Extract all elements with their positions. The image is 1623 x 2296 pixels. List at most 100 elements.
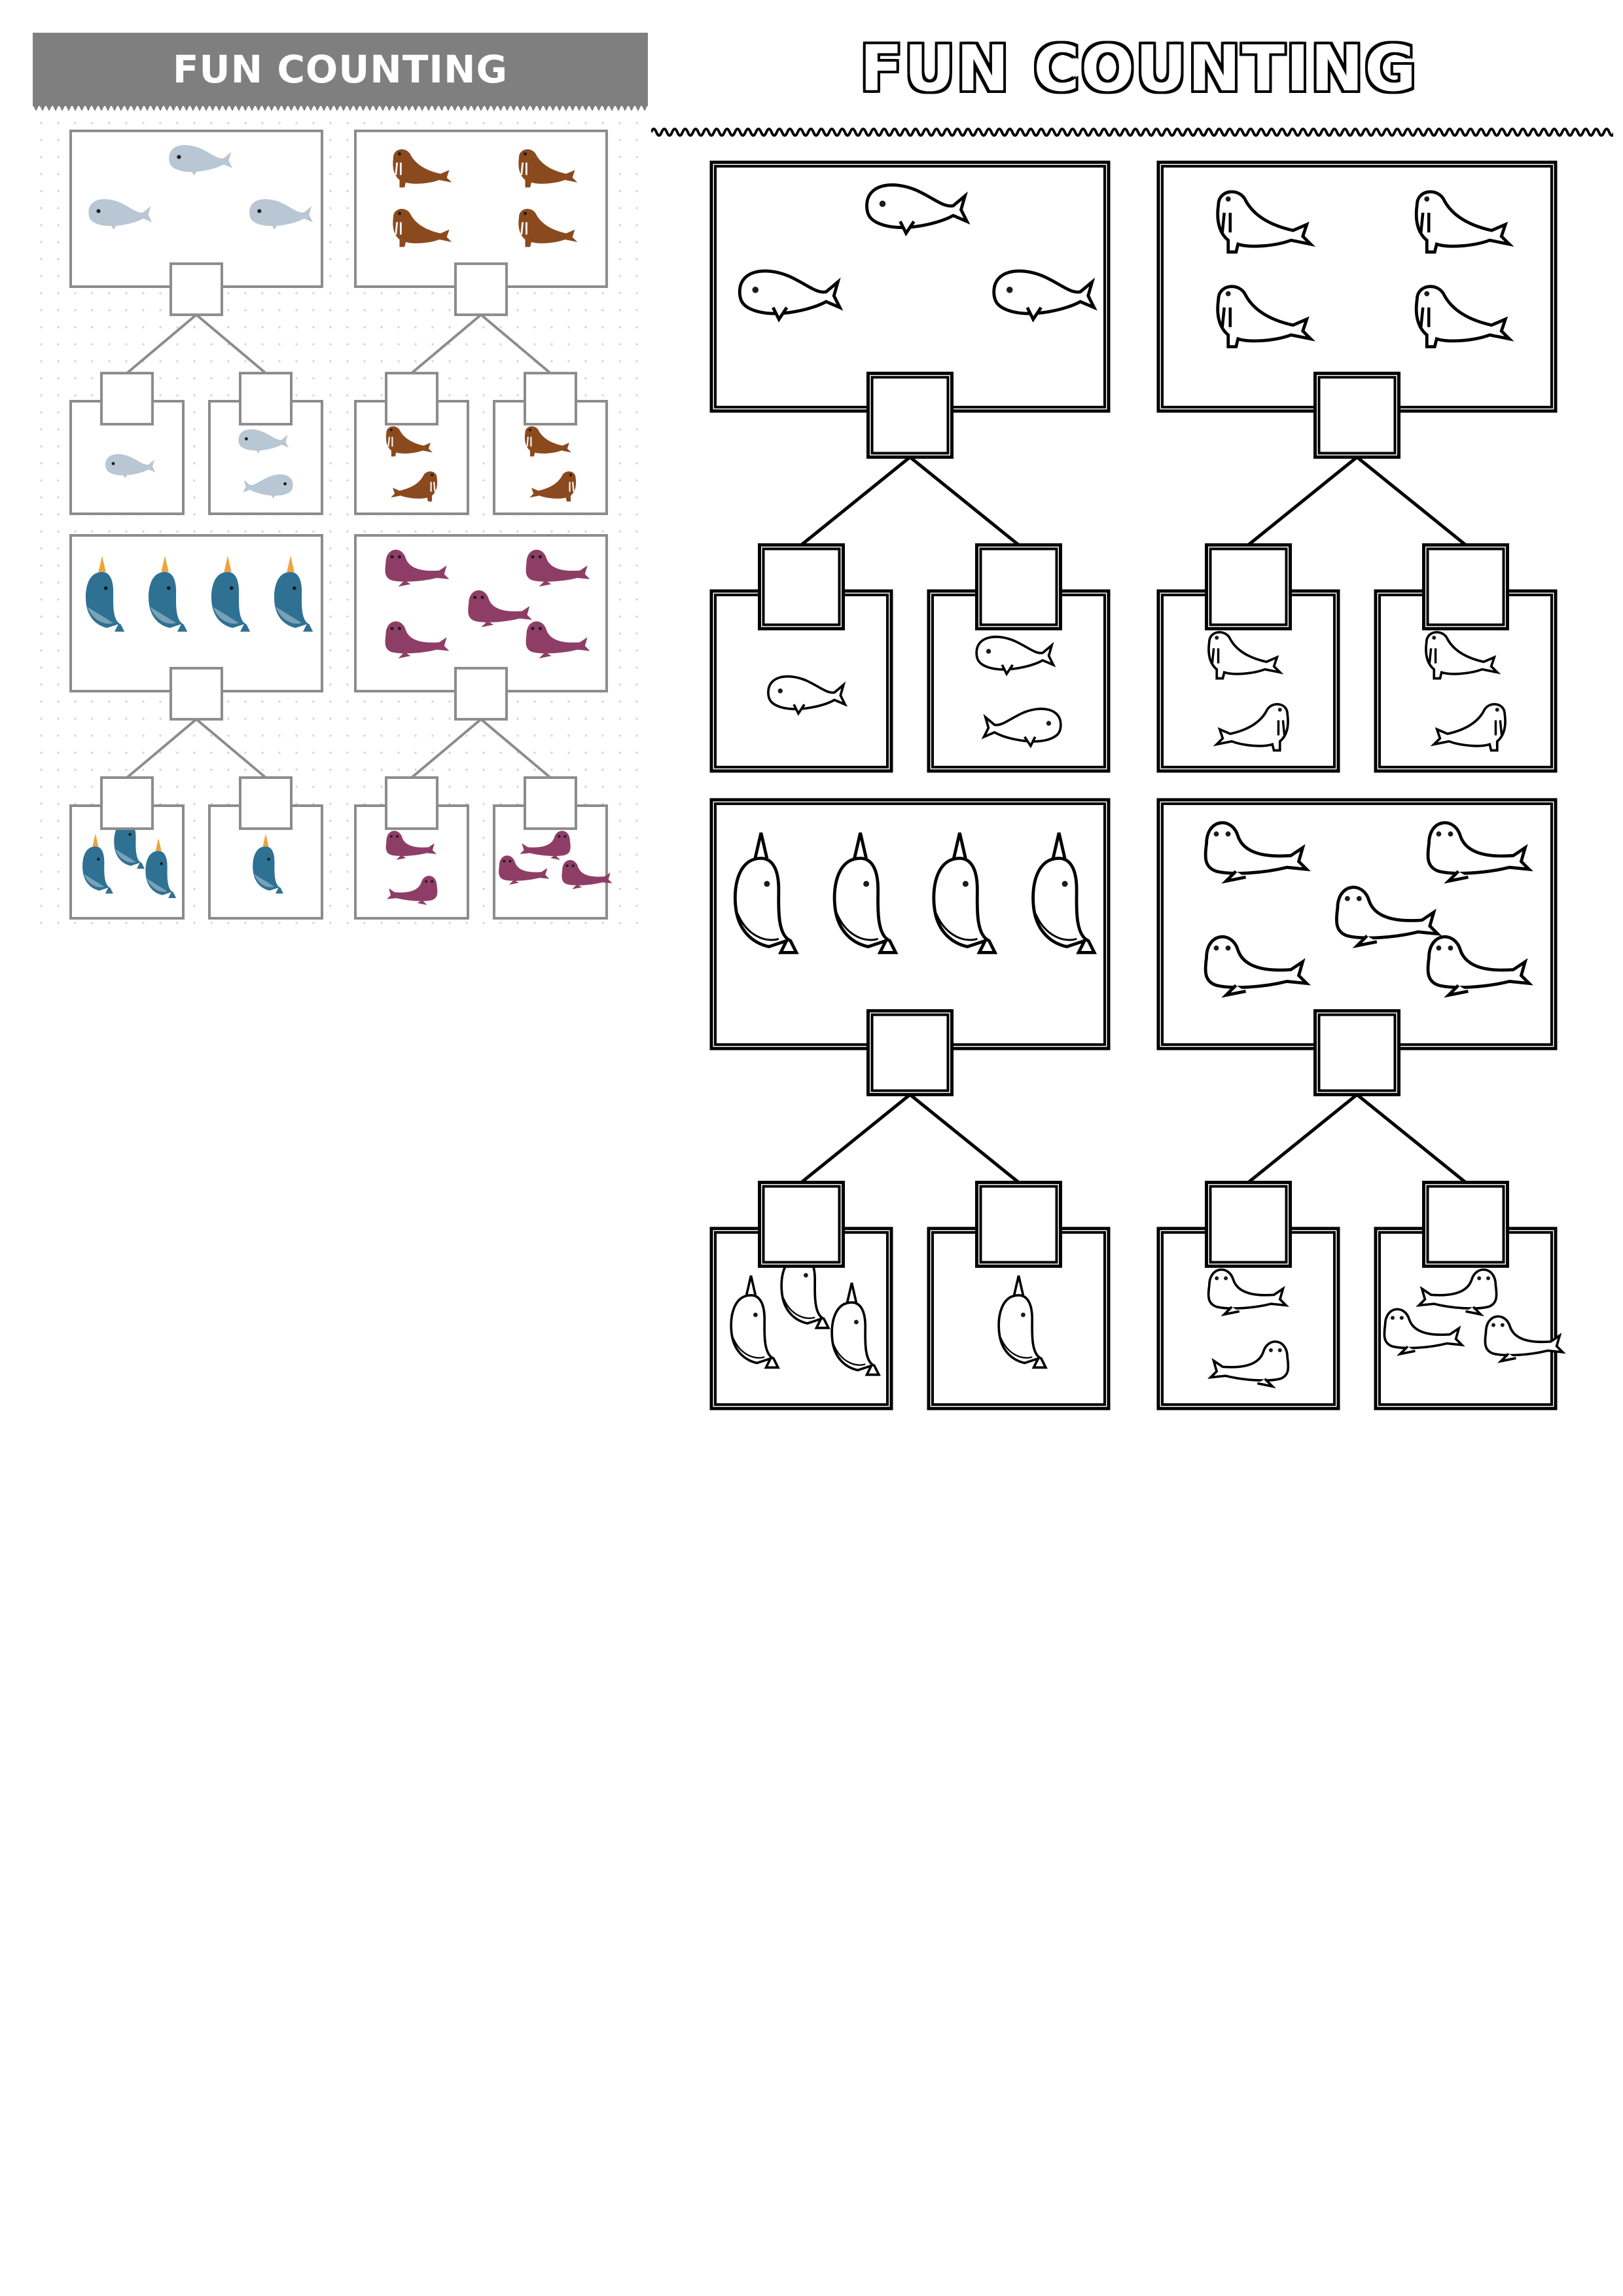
branch-line-right [480, 718, 552, 779]
narwhal-icon [1031, 832, 1097, 954]
walrus-icon [1216, 285, 1316, 349]
part-answer-box-right[interactable] [239, 372, 293, 426]
part-answer-box-left[interactable] [1205, 543, 1292, 631]
branch-line-right [195, 718, 267, 779]
part-answer-box-left[interactable] [100, 776, 154, 831]
total-answer-box[interactable] [1313, 371, 1400, 459]
seal-icon [1426, 935, 1533, 998]
part-answer-box-left[interactable] [100, 372, 154, 426]
counting-puzzle-seal [354, 534, 613, 920]
seal-icon [526, 549, 590, 587]
part-answer-box-right[interactable] [524, 776, 577, 831]
seal-icon [385, 831, 437, 860]
total-answer-box-inner-border [1317, 376, 1397, 455]
counting-puzzle-beluga-whale [709, 160, 1111, 773]
part-answer-box-right[interactable] [239, 776, 293, 831]
branch-line-left [1247, 1093, 1359, 1184]
part-answer-box-right-inner-border [1426, 547, 1505, 626]
part-answer-box-right[interactable] [1422, 543, 1509, 631]
total-answer-box[interactable] [454, 666, 508, 721]
part-answer-box-left[interactable] [385, 776, 438, 831]
part-answer-box-left-inner-border [1209, 1185, 1288, 1264]
part-answer-box-left-inner-border [762, 547, 841, 626]
counting-puzzle-walrus [1156, 160, 1558, 773]
beluga-whale-icon [981, 708, 1062, 749]
branch-line-right [1355, 1093, 1467, 1184]
walrus-icon [1213, 703, 1289, 752]
banner-zigzag-edge [33, 105, 648, 111]
part-answer-box-left[interactable] [758, 543, 845, 631]
part-answer-box-left[interactable] [385, 372, 438, 426]
beluga-whale-icon [238, 429, 289, 454]
part-answer-box-left[interactable] [758, 1181, 845, 1268]
total-answer-box[interactable] [1313, 1009, 1400, 1096]
beluga-whale-icon [865, 183, 971, 237]
branch-line-left [1247, 456, 1359, 547]
walrus-icon [529, 471, 577, 502]
narwhal-icon [145, 838, 177, 899]
part-answer-box-right-inner-border [979, 1185, 1058, 1264]
colored-title-banner: FUN COUNTING [33, 33, 648, 106]
walrus-icon [518, 149, 578, 188]
part-answer-box-right[interactable] [524, 372, 577, 426]
total-answer-box-inner-border [870, 1013, 950, 1092]
seal-icon [385, 549, 450, 587]
part-answer-box-right[interactable] [975, 1181, 1062, 1268]
walrus-icon [391, 471, 438, 502]
branch-line-right [908, 456, 1020, 547]
walrus-icon [524, 426, 571, 457]
title-wavy-divider [651, 128, 1613, 137]
beluga-whale-icon [169, 145, 233, 176]
walrus-icon [1430, 703, 1507, 752]
branch-line-right [1355, 456, 1467, 547]
part-answer-box-left-inner-border [762, 1185, 841, 1264]
beluga-whale-icon [975, 636, 1056, 677]
branch-line-right [480, 314, 552, 374]
branch-line-left [410, 314, 482, 374]
seal-icon [562, 860, 613, 889]
walrus-icon [1414, 190, 1514, 254]
narwhal-icon [730, 1275, 780, 1369]
seal-icon [1383, 1308, 1465, 1356]
total-answer-box[interactable] [169, 262, 223, 316]
beluga-whale-icon [767, 675, 848, 716]
counting-puzzle-beluga-whale [69, 130, 323, 515]
part-answer-box-right[interactable] [975, 543, 1062, 631]
part-answer-box-right-inner-border [1426, 1185, 1505, 1264]
beluga-whale-icon [105, 454, 156, 478]
part-answer-box-right[interactable] [1422, 1181, 1509, 1268]
branch-line-right [908, 1093, 1020, 1184]
narwhal-icon [932, 832, 998, 954]
walrus-icon [518, 209, 578, 247]
branch-line-right [195, 314, 267, 374]
branch-line-left [126, 718, 198, 779]
coloring-page-title: FUN COUNTING [860, 32, 1418, 105]
total-answer-box[interactable] [866, 1009, 954, 1096]
seal-icon [526, 621, 590, 658]
seal-icon [499, 855, 550, 885]
walrus-icon [393, 149, 452, 188]
beluga-whale-icon [249, 199, 313, 230]
seal-icon [468, 590, 533, 628]
counting-puzzle-walrus [354, 130, 608, 515]
part-answer-box-left[interactable] [1205, 1181, 1292, 1268]
part-answer-box-right-inner-border [979, 547, 1058, 626]
walrus-icon [1425, 631, 1501, 680]
branch-line-left [800, 456, 912, 547]
part-answer-box-left-inner-border [1209, 547, 1288, 626]
walrus-icon [393, 209, 452, 247]
narwhal-icon [830, 1282, 881, 1376]
colored-page-title: FUN COUNTING [172, 47, 508, 92]
counting-puzzle-narwhal [69, 534, 323, 920]
total-answer-box[interactable] [169, 666, 223, 721]
seal-icon [1334, 886, 1442, 948]
beluga-whale-icon [738, 269, 844, 323]
counting-puzzle-seal [1156, 798, 1566, 1410]
counting-puzzle-narwhal [709, 798, 1111, 1410]
total-answer-box[interactable] [866, 371, 954, 459]
narwhal-icon [85, 556, 125, 632]
seal-icon [520, 831, 571, 860]
narwhal-icon [253, 833, 283, 894]
